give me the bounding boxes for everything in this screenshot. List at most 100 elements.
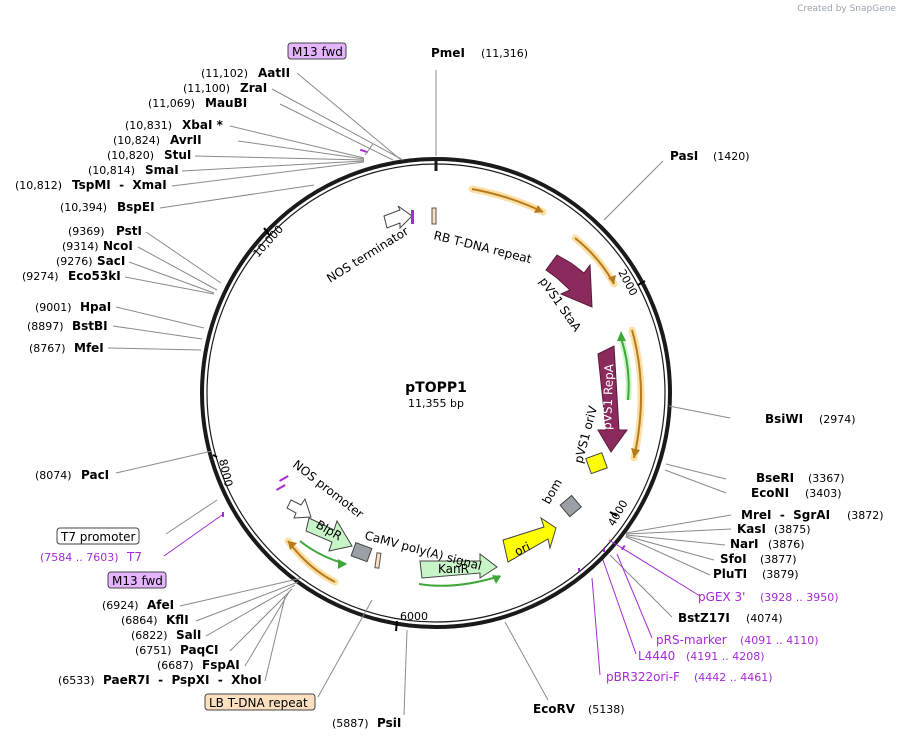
site-name-psii: PsiI <box>377 716 401 730</box>
primer-name-l4440: L4440 <box>638 649 675 663</box>
pvs1-staa-arrow: pVS1 StaA <box>537 254 593 335</box>
nos-promoter-arrow: NOS promoter <box>286 457 366 521</box>
m13-fwd-bottom-label: M13 fwd <box>112 574 163 588</box>
site-name-ncoi: NcoI <box>103 239 133 253</box>
right-orange-feature-2 <box>628 326 645 462</box>
site-pos-aatii: (11,102) <box>201 67 248 80</box>
site-pos-bspei: (10,394) <box>60 201 107 214</box>
site-name-sfoi: SfoI <box>720 552 747 566</box>
site-pos-smai: (10,814) <box>88 164 135 177</box>
lb-repeat-label: LB T-DNA repeat <box>209 696 308 710</box>
site-pos-sfoi: (3877) <box>760 553 797 566</box>
ori-arrow: ori <box>502 516 557 563</box>
site-name-zrai: ZraI <box>240 81 267 95</box>
site-name-paqci: PaqCI <box>180 643 218 657</box>
snapgene-credit: Created by SnapGene <box>797 4 896 14</box>
tick-label-8000: 8000 <box>216 458 235 488</box>
site-pos-nari: (3876) <box>768 538 805 551</box>
boxed-labels: M13 fwd T7 promoter M13 fwd LB T-DNA rep… <box>56 42 347 711</box>
site-pos-tspmi-xmai: (10,812) <box>15 179 62 192</box>
site-pos-kasi: (3875) <box>774 523 811 536</box>
site-pos-hpai: (9001) <box>35 301 72 314</box>
right-orange-feature-1 <box>571 234 618 288</box>
site-pos-psii: (5887) <box>332 717 369 730</box>
site-name-aatii: AatII <box>258 66 290 80</box>
primer-pos-prs-marker: (4091 .. 4110) <box>740 634 819 647</box>
tick-label-6000: 6000 <box>400 610 428 623</box>
site-pos-stui: (10,820) <box>107 149 154 162</box>
site-name-afei: AfeI <box>147 598 174 612</box>
bom-box <box>559 494 582 518</box>
leader-lines <box>107 70 732 716</box>
site-pos-sali: (6822) <box>131 629 168 642</box>
site-name-bstz17i: BstZ17I <box>678 611 730 625</box>
site-name-mrei-sgrai: MreI - SgrAI <box>741 508 830 522</box>
rb-repeat-box <box>431 207 437 225</box>
site-name-saci: SacI <box>97 254 125 268</box>
kanr-label: KanR <box>438 562 469 576</box>
site-pos-avrii: (10,824) <box>113 134 160 147</box>
site-name-tspmi-xmai: TspMI - XmaI <box>72 178 167 192</box>
site-name-kfli: KflI <box>166 613 189 627</box>
site-name-pluti: PluTI <box>713 567 747 581</box>
site-name-pmei: PmeI <box>431 46 465 60</box>
plasmid-name: pTOPP1 <box>405 380 467 396</box>
site-pos-maubi: (11,069) <box>148 97 195 110</box>
site-pos-pmei: (11,316) <box>481 47 528 60</box>
site-pos-xbai: (10,831) <box>125 119 172 132</box>
site-name-kasi: KasI <box>737 522 766 536</box>
site-name-pasi: PasI <box>670 149 698 163</box>
t7-promoter-label: T7 promoter <box>60 530 136 544</box>
site-pos-bsiwi: (2974) <box>819 413 856 426</box>
nos-terminator-label: NOS terminator <box>324 224 411 286</box>
site-name-ecorv: EcoRV <box>533 702 576 716</box>
site-pos-saci: (9276) <box>56 255 93 268</box>
right-site-labels: PmeI (11,316) PasI (1420) BsiWI (2974) B… <box>332 46 884 730</box>
site-name-maubi: MauBI <box>205 96 247 110</box>
tick-label-4000: 4000 <box>605 498 630 529</box>
primer-pos-l4440: (4191 .. 4208) <box>686 650 765 663</box>
primer-name-pbr322ori-f: pBR322ori-F <box>606 670 680 684</box>
site-pos-bseri: (3367) <box>808 472 845 485</box>
camv-polya-box <box>374 552 382 569</box>
primer-name-pgex3: pGEX 3' <box>698 590 745 604</box>
site-name-bstbi: BstBI <box>72 319 108 333</box>
top-orange-feature <box>468 185 547 216</box>
site-pos-paer7i-pspxi-xhoi: (6533) <box>58 674 95 687</box>
primer-pos-pgex3: (3928 .. 3950) <box>760 591 839 604</box>
green-primer-feature <box>617 331 632 401</box>
backbone <box>200 157 672 629</box>
primer-pos-t7: (7584 .. 7603) <box>40 551 119 564</box>
site-name-hpai: HpaI <box>80 300 111 314</box>
site-pos-paqci: (6751) <box>135 644 172 657</box>
rb-repeat-label: RB T-DNA repeat <box>432 228 533 266</box>
pvs1-repa-label: pVS1 RepA <box>600 363 616 430</box>
site-name-mfei: MfeI <box>74 341 104 355</box>
site-name-xbai: XbaI * <box>182 118 224 132</box>
bom-label: bom <box>539 476 564 506</box>
site-name-psti: PstI <box>116 224 142 238</box>
site-pos-fspai: (6687) <box>157 659 194 672</box>
site-pos-afei: (6924) <box>102 599 139 612</box>
primer-name-prs-marker: pRS-marker <box>656 633 727 647</box>
site-pos-psti: (9369) <box>68 225 105 238</box>
site-pos-ecorv: (5138) <box>588 703 625 716</box>
m13-fwd-top-label: M13 fwd <box>292 45 343 59</box>
site-pos-mrei-sgrai: (3872) <box>847 509 884 522</box>
site-pos-bstz17i: (4074) <box>746 612 783 625</box>
site-name-avrii: AvrII <box>170 133 202 147</box>
site-pos-zrai: (11,100) <box>183 82 230 95</box>
site-name-bsiwi: BsiWI <box>765 412 803 426</box>
site-name-econi: EcoNI <box>751 486 789 500</box>
site-name-nari: NarI <box>730 537 759 551</box>
site-name-eco53ki: Eco53kI <box>68 269 121 283</box>
plasmid-length: 11,355 bp <box>408 397 464 410</box>
bottom-left-green-feature <box>299 540 347 569</box>
bottom-left-orange-feature <box>284 537 339 586</box>
pvs1-repa-arrow: pVS1 RepA <box>597 345 628 453</box>
site-name-stui: StuI <box>164 148 191 162</box>
site-name-paci: PacI <box>81 468 109 482</box>
grey-feature-box <box>350 542 373 563</box>
site-pos-ncoi: (9314) <box>62 240 99 253</box>
site-name-paer7i-pspxi-xhoi: PaeR7I - PspXI - XhoI <box>103 673 262 687</box>
